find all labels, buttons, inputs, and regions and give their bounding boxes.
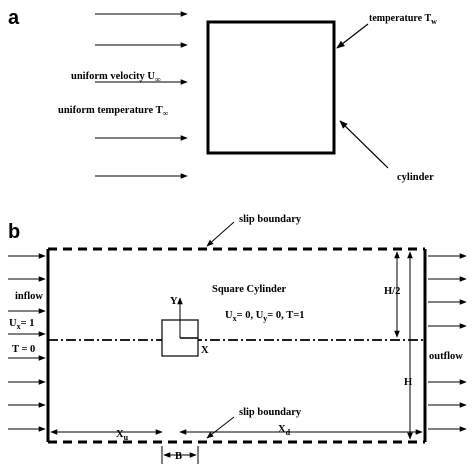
slip-boundary-top-label: slip boundary — [239, 214, 302, 225]
inflow-label: inflow — [15, 291, 43, 302]
h-half-label: H/2 — [384, 286, 400, 297]
uniform-velocity-label: uniform velocity U∞ — [71, 71, 161, 84]
cylinder-boundary-conditions: Ux= 0, Uy= 0, T=1 — [225, 310, 304, 323]
outflow-label: outflow — [429, 351, 463, 362]
temperature-tw-label: temperature Tw — [369, 13, 437, 26]
y-axis-label: Y — [170, 296, 178, 307]
panel-a-letter: a — [8, 7, 20, 29]
panel-a-cylinder-square — [206, 20, 336, 155]
uniform-temperature-label: uniform temperature T∞ — [58, 105, 169, 118]
panel-b-letter: b — [8, 221, 20, 243]
inflow-temperature-label: T = 0 — [12, 344, 35, 355]
slip-top-pointer — [206, 221, 235, 247]
inflow-velocity-label: Ux= 1 — [9, 318, 34, 331]
outflow-arrows — [428, 253, 467, 432]
temperature-leader-arrow — [336, 23, 369, 49]
inflow-arrows — [8, 253, 46, 432]
slip-bottom-pointer — [206, 416, 235, 439]
xd-label: Xd — [278, 424, 291, 437]
cylinder-leader-arrow — [339, 120, 389, 169]
b-label: B — [175, 451, 182, 462]
xu-label: Xu — [116, 429, 129, 442]
x-axis-label: X — [201, 345, 209, 356]
h-label: H — [404, 377, 412, 388]
panel-a-flow-arrows — [95, 11, 188, 179]
slip-boundary-bottom-label: slip boundary — [239, 407, 302, 418]
square-cylinder-title: Square Cylinder — [212, 284, 287, 295]
cylinder-label: cylinder — [397, 172, 434, 183]
